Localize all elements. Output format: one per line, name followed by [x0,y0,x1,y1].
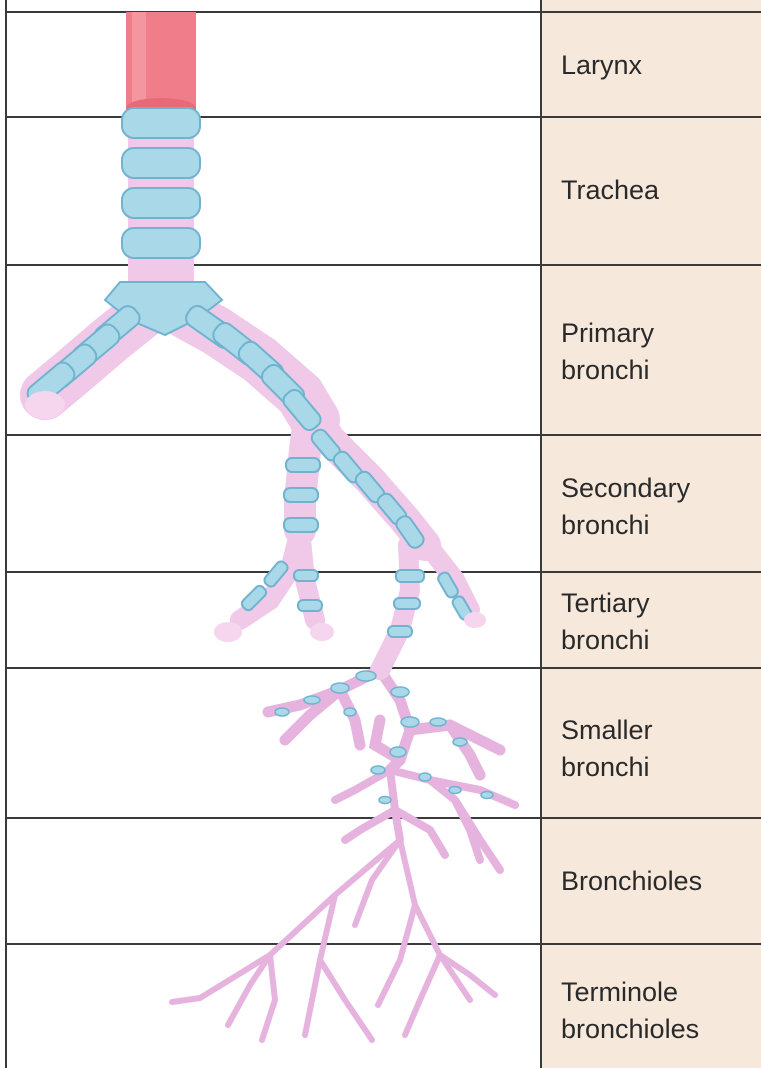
airway-cut-ends [25,391,486,642]
tertiary-bronchi-cartilage [240,560,473,638]
airway-tree [20,12,519,1043]
bronchiole-branches [331,766,519,874]
trachea-cartilage-rings [121,107,201,259]
level-labels: Larynx Trachea Primary bronchi Secondary… [561,50,702,1044]
label-primary-bronchi-line2: bronchi [561,355,650,385]
label-tertiary-bronchi-line2: bronchi [561,625,650,655]
label-smaller-bronchi-line1: Smaller [561,715,653,745]
smaller-bronchi-branches [262,664,506,781]
label-secondary-bronchi-line2: bronchi [561,510,650,540]
label-bronchioles: Bronchioles [561,866,702,896]
smaller-bronchi-cartilage [274,670,494,805]
label-trachea: Trachea [561,175,660,205]
larynx-tube [126,12,196,118]
label-tertiary-bronchi-line1: Tertiary [561,588,650,618]
label-terminole-bronchioles-line2: bronchioles [561,1014,699,1044]
label-larynx: Larynx [561,50,643,80]
terminal-bronchiole-branches [169,837,498,1043]
secondary-bronchi-cartilage [283,428,425,549]
label-secondary-bronchi-line1: Secondary [561,473,691,503]
label-smaller-bronchi-line2: bronchi [561,752,650,782]
primary-bronchi-cartilage [26,305,322,432]
label-column [541,0,761,1068]
label-terminole-bronchioles-line1: Terminole [561,977,678,1007]
label-primary-bronchi-line1: Primary [561,318,654,348]
